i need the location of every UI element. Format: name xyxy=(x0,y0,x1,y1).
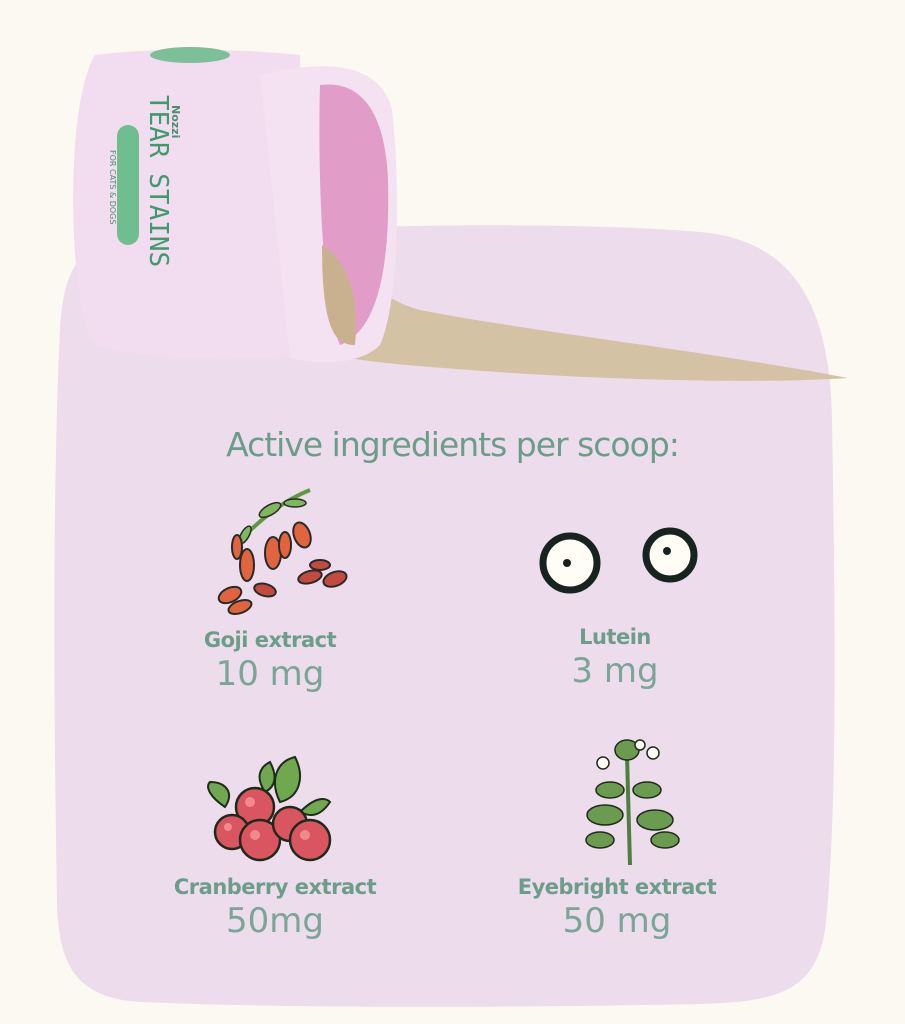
jar-subtitle: FOR CATS & DOGS xyxy=(108,150,117,224)
powder-spill xyxy=(320,250,848,381)
jar-brand: Nozzi xyxy=(169,105,182,138)
ingredient-cranberry: Cranberry extract 50mg xyxy=(115,875,435,941)
ingredient-name: Eyebright extract xyxy=(517,875,717,899)
ingredient-amount: 50 mg xyxy=(562,901,672,941)
eyebright-plant-icon xyxy=(585,739,680,866)
ingredient-lutein: Lutein 3 mg xyxy=(455,625,775,691)
cranberries-icon xyxy=(207,755,332,862)
ingredient-amount: 50mg xyxy=(226,901,324,941)
jar-powder-inside xyxy=(322,245,356,345)
ingredient-name: Cranberry extract xyxy=(173,875,377,899)
product-jar-image: Nozzi TEAR STAINS FOR CATS & DOGS xyxy=(73,47,848,381)
page-heading: Active ingredients per scoop: xyxy=(226,425,680,464)
jar-product-name: TEAR STAINS xyxy=(143,95,173,267)
eyes-icon xyxy=(539,527,698,594)
ingredient-goji: Goji extract 10 mg xyxy=(110,628,430,694)
ingredient-amount: 3 mg xyxy=(571,651,659,691)
ingredient-amount: 10 mg xyxy=(215,654,325,694)
ingredient-name: Goji extract xyxy=(203,628,337,652)
jar-stripe xyxy=(117,125,139,245)
ingredient-eyebright: Eyebright extract 50 mg xyxy=(457,875,777,941)
goji-berries-icon xyxy=(217,488,348,615)
ingredient-name: Lutein xyxy=(579,625,651,649)
jar-label-top xyxy=(150,47,230,63)
